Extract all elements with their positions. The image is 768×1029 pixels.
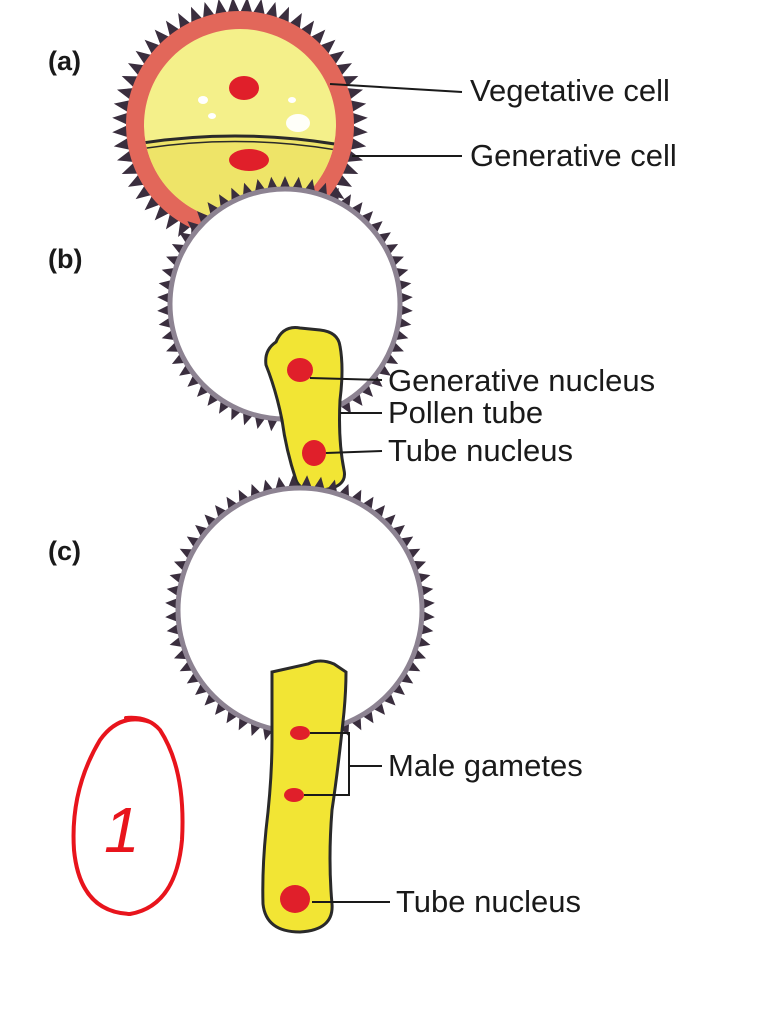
pollen-tube-c [261, 659, 348, 934]
bracket-male-gametes [304, 732, 350, 796]
vegetative-nucleus [229, 76, 259, 100]
leader-tube-nucleus-b [325, 450, 383, 454]
generative-nucleus-a [229, 149, 269, 171]
leader-vegetative-cell [329, 83, 463, 93]
leader-generative-nucleus [309, 377, 383, 381]
hand-drawn-circle [71, 715, 185, 917]
label-tube-nucleus-c: Tube nucleus [396, 884, 581, 919]
label-generative-cell: Generative cell [470, 138, 677, 173]
vacuole-small [208, 113, 216, 119]
tube-nucleus-c [280, 885, 310, 913]
label-male-gametes: Male gametes [388, 748, 583, 783]
generative-cell-membrane-inner [144, 140, 336, 153]
pollen-grain-c [165, 475, 435, 934]
vacuole [286, 114, 310, 132]
tube-nucleus-b [302, 440, 326, 466]
generative-cell-membrane [144, 134, 336, 149]
handwritten-annotation: 1 [71, 715, 185, 917]
label-generative-nucleus: Generative nucleus [388, 363, 655, 398]
panel-c-letter: (c) [48, 536, 81, 566]
label-tube-nucleus-b: Tube nucleus [388, 433, 573, 468]
panel-b-letter: (b) [48, 244, 82, 274]
panel-a: (a) Vegetative cell Generative cell [48, 0, 677, 253]
panel-b: (b) Generative nucleus Pollen tube Tube … [48, 176, 655, 492]
annotation-number: 1 [104, 794, 140, 866]
panel-a-letter: (a) [48, 46, 81, 76]
label-pollen-tube: Pollen tube [388, 395, 543, 430]
male-gamete [284, 788, 304, 802]
vacuole-small [288, 97, 296, 103]
label-vegetative-cell: Vegetative cell [470, 73, 670, 108]
vacuole-small [198, 96, 208, 104]
pollen-grain-b [157, 176, 413, 492]
generative-nucleus-b [287, 358, 313, 382]
male-gamete [290, 726, 310, 740]
panel-c: (c) Male gametes Tube nucleus [48, 475, 583, 934]
